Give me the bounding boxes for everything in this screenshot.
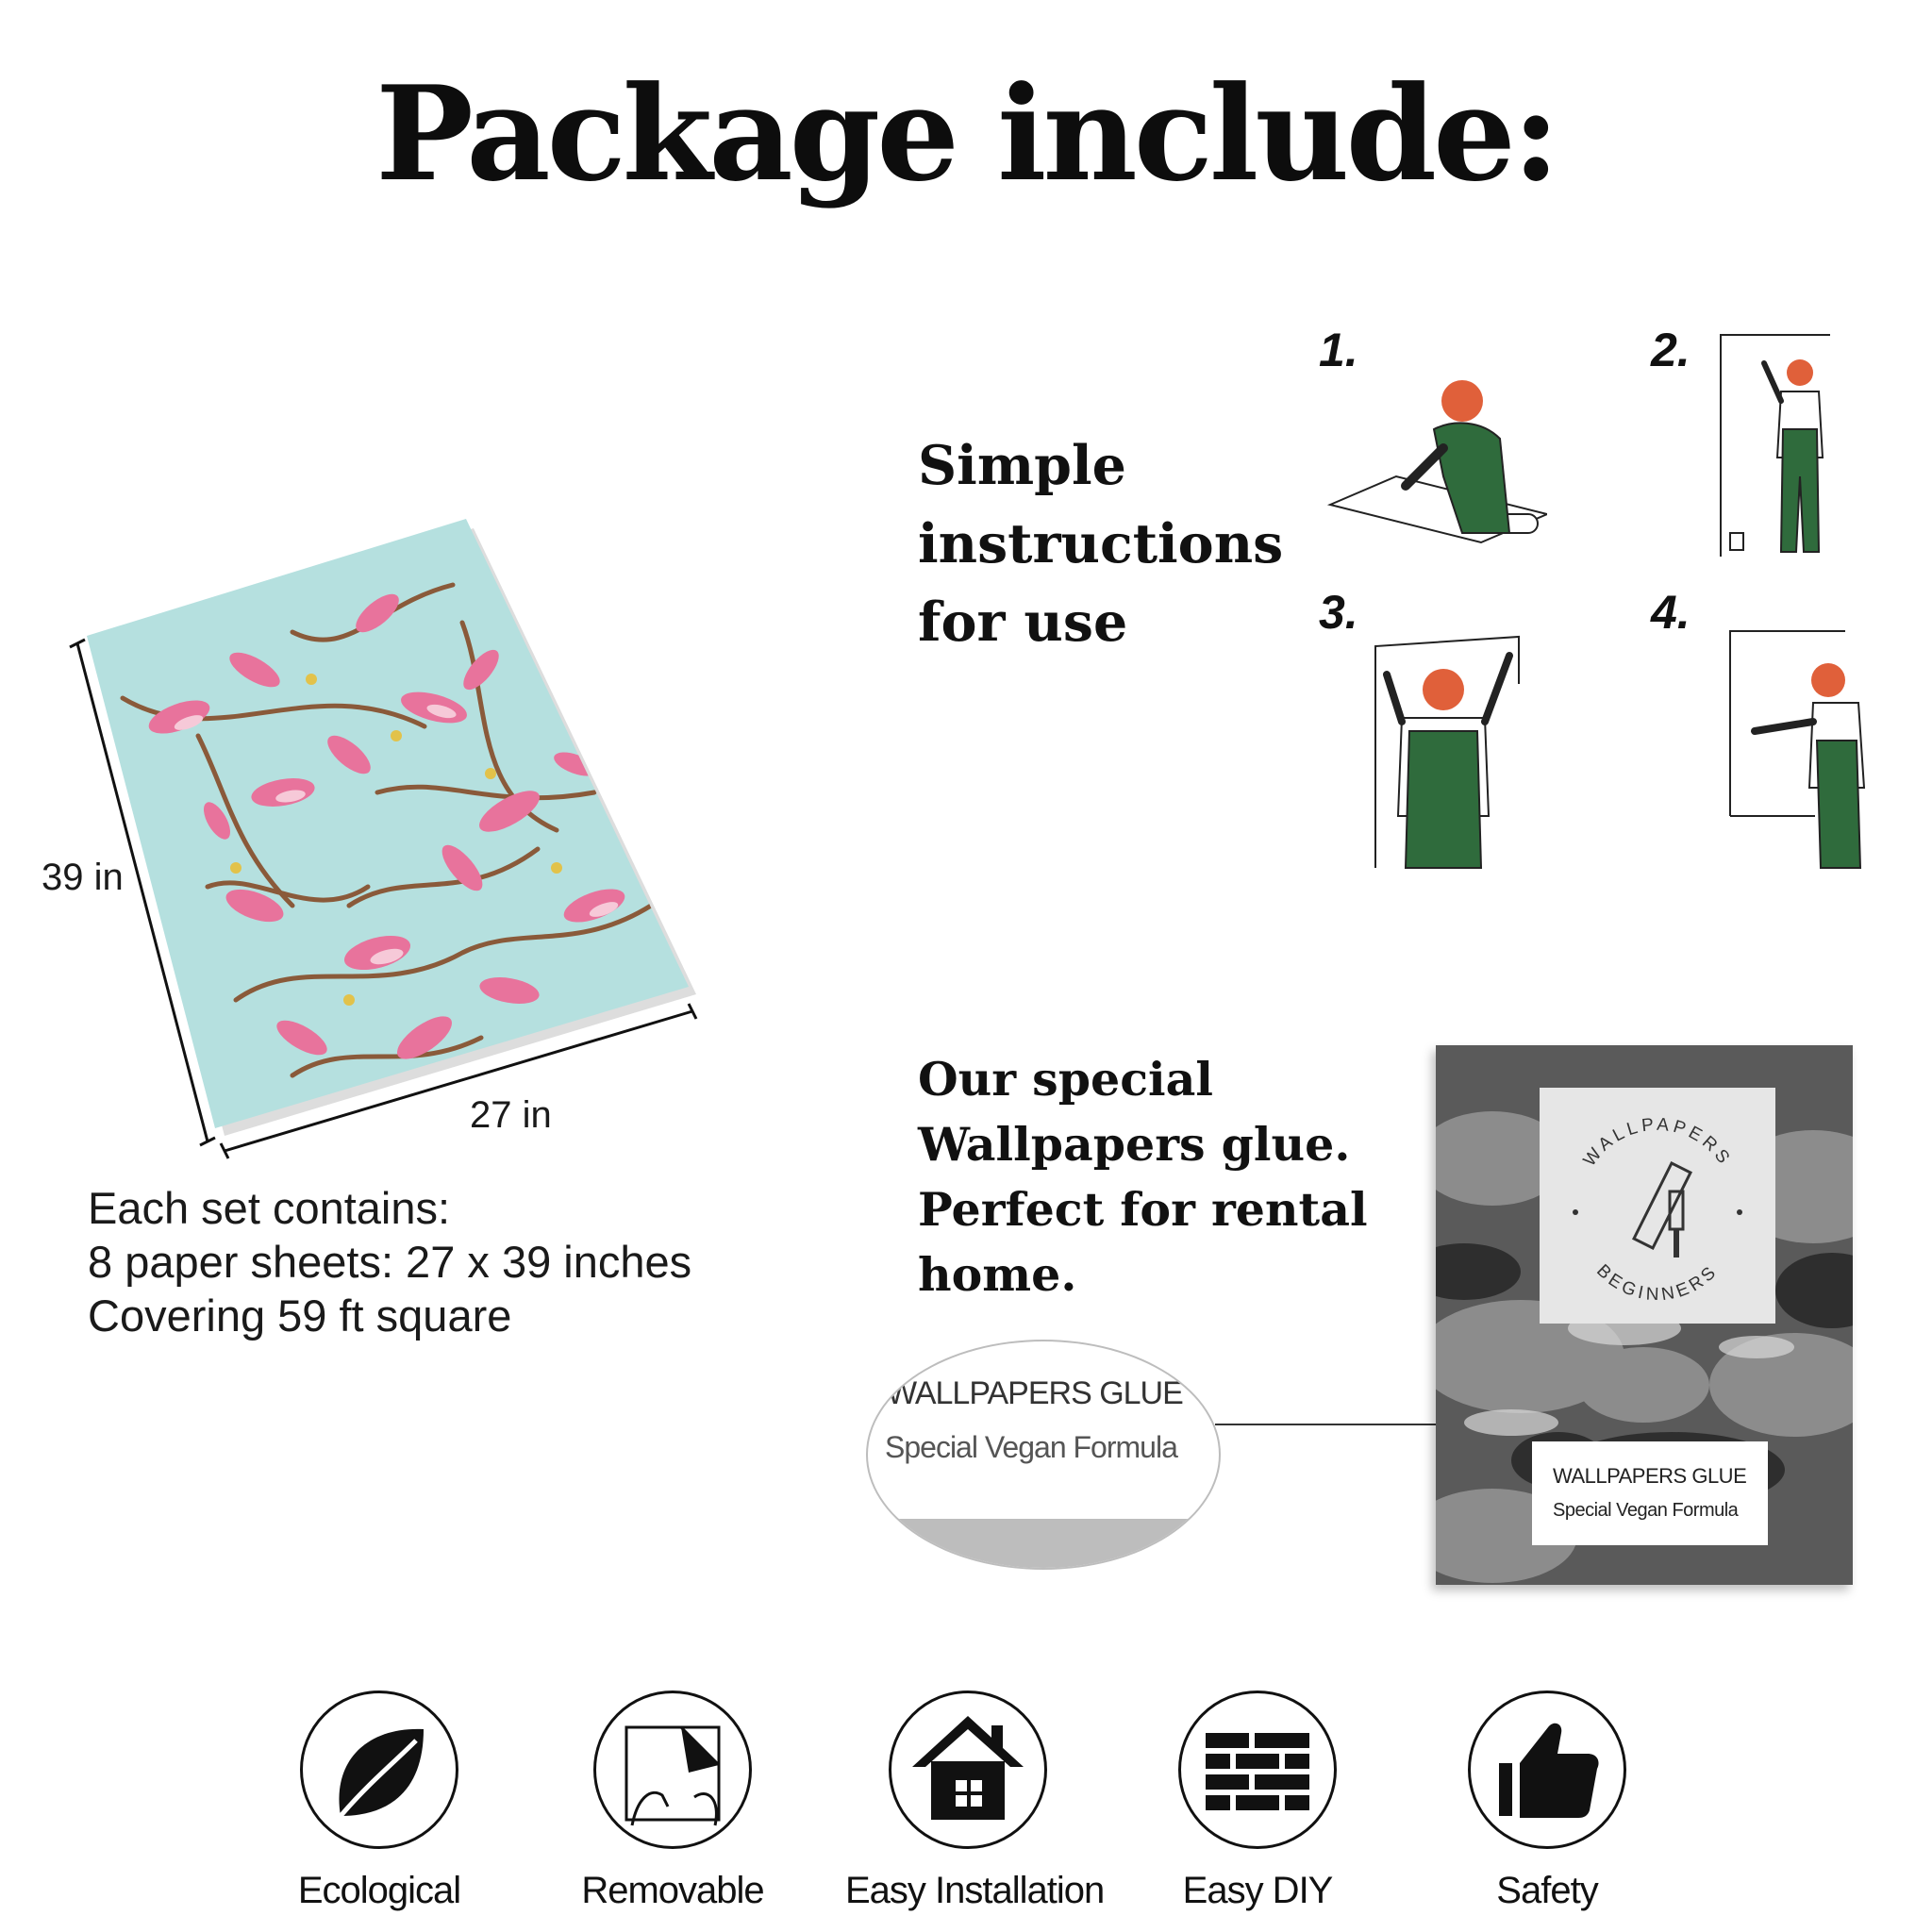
feature-label: Ecological <box>297 1870 461 1911</box>
zoom-pattern-strip <box>868 1519 1219 1568</box>
page-title: Package include: <box>375 57 1560 210</box>
feature-label: Safety <box>1496 1870 1598 1911</box>
step-4-illustration <box>1729 630 1866 869</box>
leaf-icon <box>339 1728 424 1818</box>
feature-easy-installation: Easy Installation <box>845 1690 1105 1912</box>
glue-label-zoom: WALLPAPERS GLUE Special Vegan Formula <box>866 1340 1221 1570</box>
step-number: 3. <box>1319 586 1358 639</box>
instructions-heading: Simple instructions for use <box>918 426 1283 661</box>
house-icon <box>912 1716 1024 1820</box>
feature-icon-circle <box>300 1690 458 1849</box>
package-label-title: WALLPAPERS GLUE <box>1553 1464 1747 1488</box>
feature-ecological: Ecological <box>257 1690 502 1912</box>
logo-bottom-text: BEGINNERS <box>1592 1261 1719 1306</box>
zoom-glue-title: WALLPAPERS GLUE <box>887 1375 1184 1411</box>
wallpaper-sheet-image <box>69 519 698 1159</box>
step-number: 1. <box>1319 324 1358 376</box>
logo-top-text: WALLPAPERS <box>1580 1115 1732 1171</box>
peel-icon <box>625 1725 721 1826</box>
feature-icon-circle <box>889 1690 1047 1849</box>
glue-description-line: home. <box>918 1247 1077 1302</box>
wallpaper-sheet-illustration <box>66 509 726 1170</box>
instructions-line: for use <box>918 591 1128 654</box>
instructions-line: instructions <box>918 512 1284 575</box>
sheet-height-label: 39 in <box>42 857 124 898</box>
glue-package-label: WALLPAPERS GLUE Special Vegan Formula <box>1532 1441 1768 1545</box>
feature-safety: Safety <box>1424 1690 1670 1912</box>
step-number: 2. <box>1651 324 1690 376</box>
thumbs-up-icon <box>1499 1723 1599 1818</box>
brick-wall-icon <box>1206 1733 1309 1810</box>
feature-label: Removable <box>581 1870 764 1911</box>
step-number: 4. <box>1651 586 1690 639</box>
svg-text:BEGINNERS: BEGINNERS <box>1592 1261 1723 1306</box>
brand-logo-icon: WALLPAPERS BEGINNERS <box>1573 1115 1742 1306</box>
step-2-illustration <box>1720 334 1830 557</box>
glue-description-line: Wallpapers glue. <box>918 1117 1351 1172</box>
zoom-glue-subtitle: Special Vegan Formula <box>885 1430 1178 1464</box>
set-info: Each set contains: 8 paper sheets: 27 x … <box>88 1181 691 1342</box>
glue-description-line: Perfect for rental <box>918 1182 1368 1237</box>
sheet-width-label: 27 in <box>470 1094 552 1136</box>
glue-description-line: Our special <box>918 1052 1214 1107</box>
step-3-illustration <box>1374 635 1520 869</box>
feature-label: Easy DIY <box>1182 1870 1334 1911</box>
instructions-line: Simple <box>918 434 1126 497</box>
feature-icon-circle <box>1468 1690 1626 1849</box>
feature-removable: Removable <box>550 1690 795 1912</box>
brand-logo-box: WALLPAPERS BEGINNERS <box>1540 1088 1775 1324</box>
glue-package-image: WALLPAPERS BEGINNERS WALLPAPERS GLUE Spe… <box>1436 1045 1853 1585</box>
feature-icon-circle <box>593 1690 752 1849</box>
svg-text:WALLPAPERS: WALLPAPERS <box>1580 1115 1736 1171</box>
set-info-line: 8 paper sheets: 27 x 39 inches <box>88 1237 692 1287</box>
glue-description: Our special Wallpapers glue. Perfect for… <box>918 1047 1368 1307</box>
package-label-subtitle: Special Vegan Formula <box>1553 1500 1739 1521</box>
feature-easy-diy: Easy DIY <box>1135 1690 1380 1912</box>
set-info-line: Covering 59 ft square <box>88 1291 512 1341</box>
feature-icon-circle <box>1178 1690 1337 1849</box>
set-info-line: Each set contains: <box>88 1183 451 1233</box>
step-1-illustration <box>1326 380 1547 544</box>
feature-label: Easy Installation <box>845 1870 1105 1911</box>
callout-leader-line <box>1215 1424 1541 1425</box>
